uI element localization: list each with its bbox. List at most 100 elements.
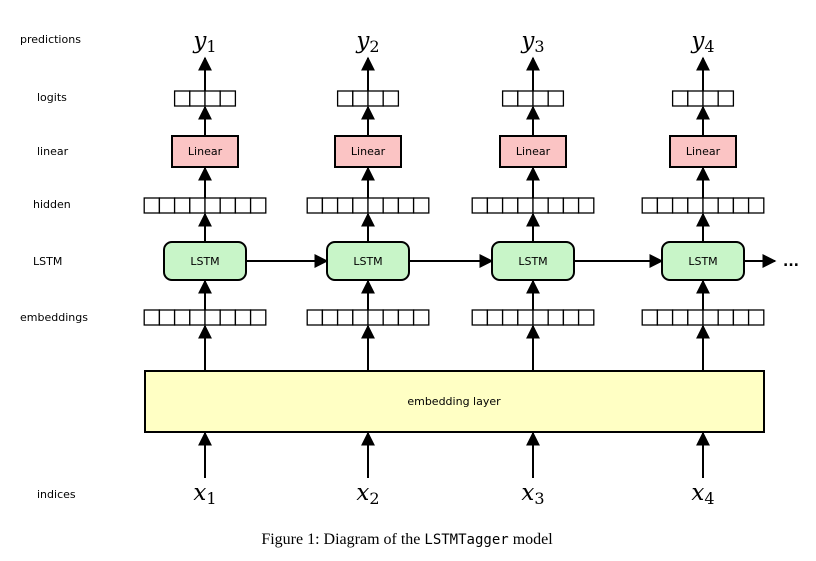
index-var: x — [521, 480, 534, 506]
vector-cell — [397, 197, 415, 214]
vector-cell — [471, 197, 489, 214]
row-label-lstm: LSTM — [33, 255, 62, 268]
vector-cell — [189, 90, 206, 107]
vector-cell — [517, 90, 534, 107]
vector-cell — [352, 90, 369, 107]
linear-label: Linear — [516, 145, 551, 158]
embedding-vector — [641, 309, 765, 326]
vector-cell — [367, 197, 384, 214]
index-sub: 4 — [704, 489, 714, 508]
vector-cell — [532, 90, 549, 107]
vector-cell — [143, 309, 161, 326]
vector-cell — [562, 197, 580, 214]
vector-cell — [306, 197, 324, 214]
vector-cell — [189, 309, 206, 326]
vector-cell — [747, 309, 765, 326]
prediction-sub: 1 — [206, 37, 216, 56]
vector-cell — [204, 90, 221, 107]
vector-cell — [189, 197, 206, 214]
vector-cell — [671, 197, 689, 214]
vector-cell — [532, 197, 549, 214]
vector-cell — [687, 309, 704, 326]
lstm-label: LSTM — [518, 255, 547, 268]
vector-cell — [382, 197, 400, 214]
vector-cell — [562, 309, 580, 326]
vector-cell — [517, 197, 534, 214]
vector-cell — [501, 197, 519, 214]
vector-cell — [687, 197, 704, 214]
vector-cell — [547, 197, 565, 214]
vector-cell — [656, 197, 674, 214]
vector-cell — [547, 90, 565, 107]
vector-cell — [486, 309, 504, 326]
row-label-logits: logits — [37, 91, 67, 104]
index-label: x3 — [521, 480, 544, 508]
prediction-sub: 3 — [534, 37, 544, 56]
vector-cell — [702, 309, 719, 326]
vector-cell — [234, 309, 252, 326]
index-label: x2 — [356, 480, 379, 508]
caption-suffix: model — [509, 531, 554, 548]
vector-cell — [717, 309, 735, 326]
vector-cell — [382, 309, 400, 326]
vector-cell — [687, 90, 704, 107]
vector-cell — [173, 309, 191, 326]
caption-prefix: Figure 1: Diagram of the — [261, 531, 424, 548]
vector-cell — [717, 90, 735, 107]
vector-cell — [336, 197, 354, 214]
vector-cell — [204, 309, 221, 326]
linear-box — [669, 135, 737, 168]
linear-label: Linear — [351, 145, 386, 158]
vector-cell — [219, 309, 237, 326]
embedding-layer-label: embedding layer — [407, 395, 501, 408]
vector-cell — [732, 197, 750, 214]
index-label: x4 — [691, 480, 714, 508]
vector-cell — [517, 309, 534, 326]
vector-cell — [717, 197, 735, 214]
embedding-vector — [143, 309, 267, 326]
vector-cell — [219, 197, 237, 214]
prediction-label: y3 — [520, 28, 544, 56]
index-var: x — [356, 480, 369, 506]
vector-cell — [412, 197, 430, 214]
vector-cell — [336, 309, 354, 326]
caption-code: LSTMTagger — [424, 532, 508, 548]
hidden-vector — [641, 197, 765, 214]
embedding-layer-box — [144, 370, 765, 433]
row-label-embeddings: embeddings — [20, 311, 88, 324]
vector-cell — [501, 309, 519, 326]
lstm-label: LSTM — [353, 255, 382, 268]
vector-cell — [321, 197, 339, 214]
index-label: x1 — [193, 480, 216, 508]
logits-vector — [671, 90, 735, 107]
vector-cell — [352, 309, 369, 326]
vector-cell — [397, 309, 415, 326]
vector-cell — [173, 197, 191, 214]
prediction-var: y — [520, 28, 535, 54]
vector-cell — [671, 90, 689, 107]
embedding-vector — [471, 309, 595, 326]
vector-cell — [577, 309, 595, 326]
embedding-vector — [306, 309, 430, 326]
vector-cell — [471, 309, 489, 326]
logits-vector — [336, 90, 400, 107]
vector-cell — [547, 309, 565, 326]
vector-cell — [382, 90, 400, 107]
prediction-sub: 4 — [704, 37, 714, 56]
linear-box — [334, 135, 402, 168]
linear-label: Linear — [188, 145, 223, 158]
vector-cell — [219, 90, 237, 107]
continuation-ellipsis: ... — [783, 254, 799, 270]
row-label-linear: linear — [37, 145, 69, 158]
lstm-label: LSTM — [688, 255, 717, 268]
prediction-sub: 2 — [369, 37, 379, 56]
index-var: x — [691, 480, 704, 506]
vector-cell — [336, 90, 354, 107]
prediction-label: y2 — [355, 28, 379, 56]
index-var: x — [193, 480, 206, 506]
vector-cell — [501, 90, 519, 107]
index-sub: 3 — [534, 489, 544, 508]
